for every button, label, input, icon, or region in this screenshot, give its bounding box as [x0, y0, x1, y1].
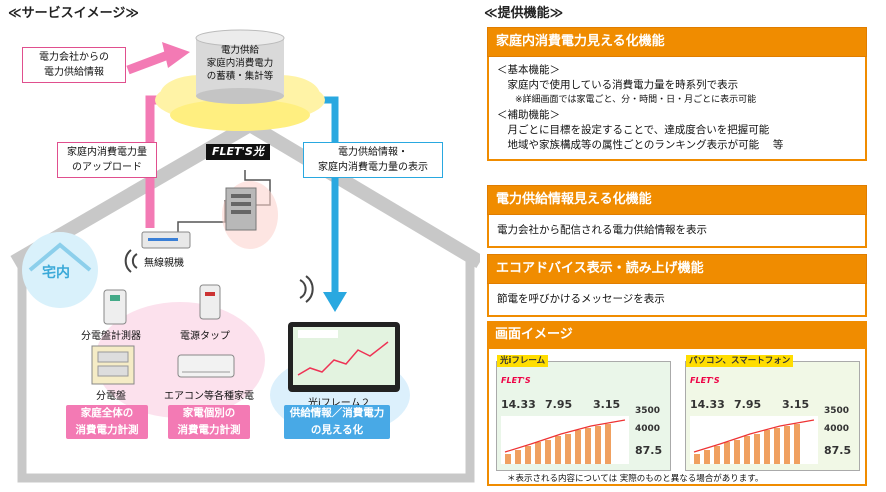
callout-upload-line-1: 家庭内消費電力量 [67, 147, 147, 158]
shot2-value-5: 4000 [824, 424, 850, 434]
box-individual-line-1: 家電個別の [182, 407, 236, 419]
i-frame-tablet-icon [288, 322, 400, 392]
shot1-value-5: 4000 [635, 424, 661, 434]
power-tap-icon [199, 284, 221, 320]
visualization-box: 供給情報／消費電力 の見える化 [284, 405, 390, 439]
wifi-waves [124, 249, 314, 303]
screen-image-title: 画面イメージ [487, 321, 867, 349]
feature-1-line-6: 地域や家族構成等の属性ごとのランキング表示が可能 等 [497, 139, 784, 151]
feature-1-line-4: ＜補助機能＞ [497, 109, 560, 121]
feature-3-title: エコアドバイス表示・読み上げ機能 [487, 254, 867, 284]
screenshot-i-frame: FLET'S 14.33 7.95 3.15 3500 4000 87.5 [496, 361, 671, 471]
callout-top-line-1: 電力会社からの [39, 52, 109, 63]
screen-tag-pc-smartphone: パソコン、スマートフォン [686, 355, 794, 367]
service-image-title: ≪サービスイメージ≫ [8, 6, 139, 21]
shot2-value-6: 87.5 [824, 444, 852, 457]
feature-eco-advice: エコアドバイス表示・読み上げ機能 節電を呼びかけるメッセージを表示 [487, 254, 867, 317]
shot2-chart [690, 416, 818, 464]
shot2-value-4: 3500 [824, 406, 850, 416]
screen-footnote: ＊表示される内容については 実際のものと異なる場合があります。 [507, 474, 764, 484]
meter-device-icon [103, 289, 127, 325]
feature-1-line-1: ＜基本機能＞ [497, 64, 560, 76]
provided-functions-title: ≪提供機能≫ [484, 6, 564, 21]
feature-2-line-1: 電力会社から配信される電力供給情報を表示 [497, 224, 707, 236]
feature-1-line-3: ※詳細画面では家電ごと、分・時間・日・月ごとに表示可能 [497, 95, 757, 105]
tap-label: 電源タップ [180, 331, 230, 342]
panel-label: 分電盤 [96, 391, 126, 402]
frame-label: 光iフレーム２ [308, 398, 371, 409]
house-walls [17, 252, 475, 483]
db-line-3: の蓄積・集計等 [206, 71, 274, 82]
database-label: 電力供給 家庭内消費電力 の蓄積・集計等 [196, 44, 284, 83]
shot2-logo: FLET'S [690, 376, 720, 385]
box-visual-line-1: 供給情報／消費電力 [289, 407, 385, 419]
shot1-value-2: 7.95 [545, 398, 573, 411]
db-line-2: 家庭内消費電力 [206, 58, 274, 69]
power-supply-info-callout: 電力会社からの 電力供給情報 [22, 47, 126, 83]
box-individual-line-2: 消費電力計測 [177, 424, 241, 436]
blue-arrow-display [300, 96, 339, 295]
feature-1-line-5: 月ごとに目標を設定することで、達成度合いを把握可能 [497, 124, 770, 136]
shot1-value-3: 3.15 [593, 398, 621, 411]
feature-1-line-2: 家庭内で使用している消費電力量を時系列で表示 [497, 79, 739, 91]
shot1-value-6: 87.5 [635, 444, 663, 457]
feature-1-title: 家庭内消費電力見える化機能 [487, 27, 867, 57]
shot1-logo: FLET'S [501, 376, 531, 385]
box-total-line-1: 家庭全体の [80, 407, 134, 419]
screen-tag-i-frame: 光iフレーム [497, 355, 549, 367]
pink-arrowhead-top [162, 42, 190, 68]
router-icon [141, 231, 191, 249]
feature-2-title: 電力供給情報見える化機能 [487, 185, 867, 215]
display-callout: 電力供給情報・ 家庭内消費電力量の表示 [303, 142, 443, 178]
total-measurement-box: 家庭全体の 消費電力計測 [66, 405, 148, 439]
feature-3-line-1: 節電を呼びかけるメッセージを表示 [497, 293, 665, 305]
screenshot-pc-smartphone: FLET'S 14.33 7.95 3.15 3500 4000 87.5 [685, 361, 860, 471]
house-diagram-svg [10, 29, 480, 483]
router-label: 無線親機 [144, 258, 184, 269]
feature-2-body: 電力会社から配信される電力供給情報を表示 [487, 215, 867, 248]
shot2-value-3: 3.15 [782, 398, 810, 411]
upload-callout: 家庭内消費電力量 のアップロード [57, 142, 157, 178]
callout-display-line-2: 家庭内消費電力量の表示 [318, 162, 428, 173]
shot1-value-1: 14.33 [501, 398, 536, 411]
cable-line [177, 200, 226, 232]
shot2-value-1: 14.33 [690, 398, 725, 411]
onu-device-icon [225, 187, 257, 231]
blue-arrowhead-display [323, 292, 347, 312]
appliance-label: エアコン等各種家電 [164, 391, 254, 402]
feature-3-body: 節電を呼びかけるメッセージを表示 [487, 284, 867, 317]
meter-label: 分電盤計測器 [81, 331, 141, 342]
callout-top-line-2: 電力供給情報 [44, 67, 104, 78]
box-total-line-2: 消費電力計測 [75, 424, 139, 436]
individual-measurement-box: 家電個別の 消費電力計測 [168, 405, 250, 439]
home-label: 宅内 [42, 265, 70, 281]
box-visual-line-2: の見える化 [310, 424, 364, 436]
db-line-1: 電力供給 [220, 45, 259, 56]
callout-upload-line-2: のアップロード [72, 162, 142, 173]
shot2-value-2: 7.95 [734, 398, 762, 411]
flets-logo: FLET'S光 [206, 144, 270, 160]
screen-image-section: 画面イメージ FLET'S 14.33 7.95 3.15 3500 4000 … [487, 321, 867, 486]
shot1-chart [501, 416, 629, 464]
home-house-icon [22, 232, 98, 308]
air-conditioner-icon [177, 354, 235, 378]
feature-1-body: ＜基本機能＞ 家庭内で使用している消費電力量を時系列で表示 ※詳細画面では家電ご… [487, 57, 867, 161]
shot1-value-4: 3500 [635, 406, 661, 416]
distribution-panel-icon [91, 345, 135, 385]
database-cylinder [195, 29, 285, 104]
feature-supply-info: 電力供給情報見える化機能 電力会社から配信される電力供給情報を表示 [487, 185, 867, 248]
feature-visualization: 家庭内消費電力見える化機能 ＜基本機能＞ 家庭内で使用している消費電力量を時系列… [487, 27, 867, 161]
pink-arrow-top [126, 50, 170, 75]
callout-display-line-1: 電力供給情報・ [338, 147, 408, 158]
